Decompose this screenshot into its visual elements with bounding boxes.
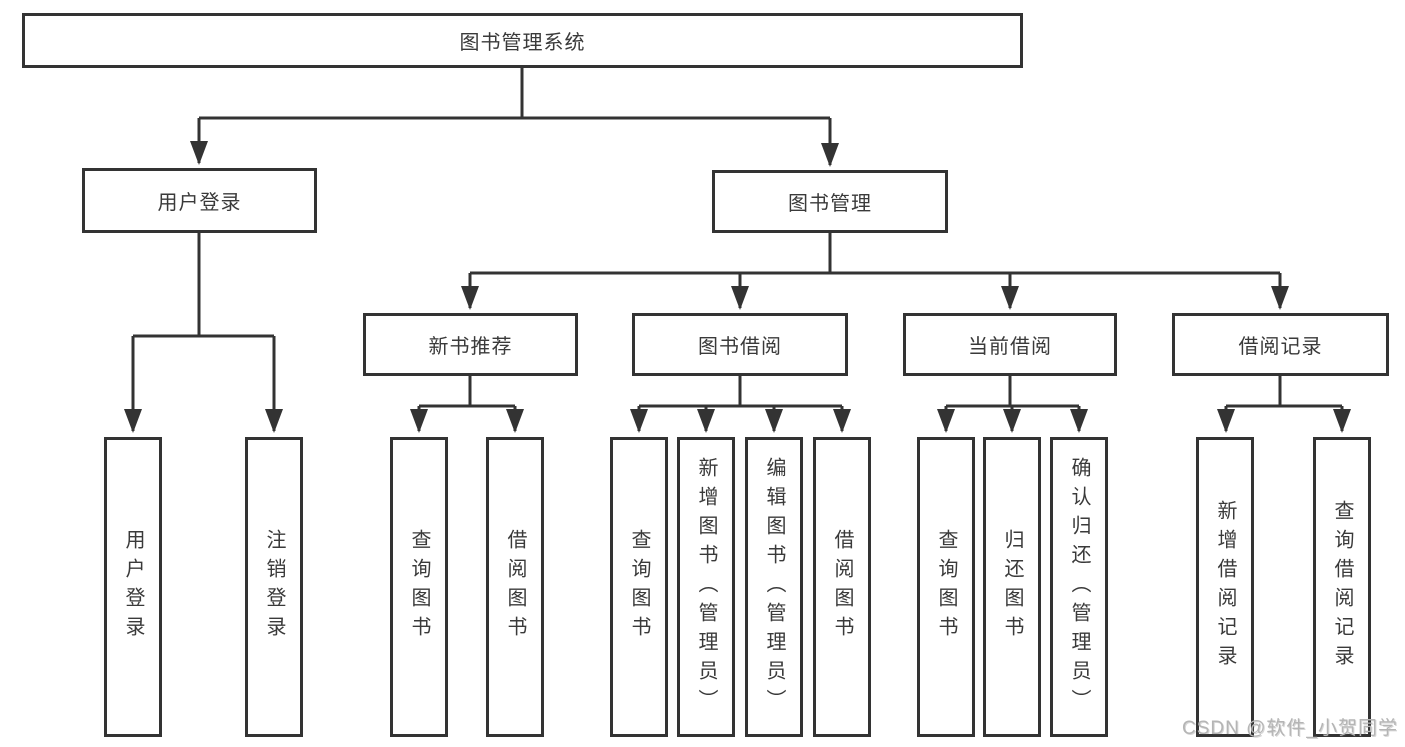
leaf-borrow-edit-books-admin: 编辑图书（管理员）: [745, 437, 803, 737]
node-user-login: 用户登录: [82, 168, 317, 233]
leaf-user-login: 用户登录: [104, 437, 162, 737]
node-book-management: 图书管理: [712, 170, 948, 233]
node-library-system: 图书管理系统: [22, 13, 1023, 68]
watermark-csdn: CSDN @软件_小贺同学: [1182, 718, 1398, 739]
leaf-current-return-books: 归还图书: [983, 437, 1041, 737]
node-book-borrowing: 图书借阅: [632, 313, 848, 376]
leaf-records-add-borrow-record: 新增借阅记录: [1196, 437, 1254, 737]
node-current-borrowing: 当前借阅: [903, 313, 1117, 376]
leaf-current-query-books: 查询图书: [917, 437, 975, 737]
leaf-records-query-borrow-record: 查询借阅记录: [1313, 437, 1371, 737]
node-new-book-recommendation: 新书推荐: [363, 313, 578, 376]
leaf-borrow-query-books: 查询图书: [610, 437, 668, 737]
leaf-logout: 注销登录: [245, 437, 303, 737]
leaf-current-confirm-return-admin: 确认归还（管理员）: [1050, 437, 1108, 737]
leaf-newbooks-borrow-books: 借阅图书: [486, 437, 544, 737]
leaf-newbooks-query-books: 查询图书: [390, 437, 448, 737]
leaf-borrow-borrow-books: 借阅图书: [813, 437, 871, 737]
leaf-borrow-add-books-admin: 新增图书（管理员）: [677, 437, 735, 737]
node-borrowing-records: 借阅记录: [1172, 313, 1389, 376]
